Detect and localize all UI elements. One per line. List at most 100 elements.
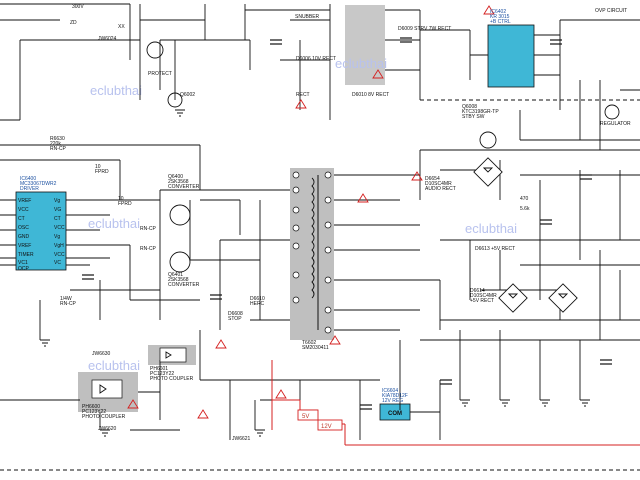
label: STOP — [228, 316, 242, 322]
label: MC33067DWR2 — [20, 181, 57, 187]
bridge-rectifier-3 — [548, 283, 578, 313]
label: 470 — [520, 196, 529, 202]
label: AUDIO RECT — [425, 186, 456, 192]
transistors — [146, 41, 620, 273]
ic6402-body — [487, 24, 535, 88]
label: RECT — [296, 92, 310, 98]
watermark: eclubthai — [88, 358, 140, 373]
voltage-label: 5V — [302, 414, 309, 420]
ic-pin-label: TIMER — [18, 252, 34, 258]
voltage-5v-tag — [297, 409, 319, 421]
label: 2SK3568 — [168, 179, 189, 185]
label: D6614 — [470, 288, 485, 294]
label: JW6621 — [232, 436, 251, 442]
label: D10SC4MR — [470, 293, 497, 299]
label: D6610 — [250, 296, 265, 302]
label: 10 — [118, 196, 124, 202]
label: +B CTRL — [490, 19, 511, 25]
label: 5.6k — [520, 206, 530, 212]
capacitors — [82, 37, 612, 410]
label: RN-CP — [140, 246, 156, 252]
transformer-pins — [292, 171, 332, 334]
label: RN-CP — [140, 226, 156, 232]
label: FPRD — [118, 201, 132, 207]
label: SM2030411 — [302, 345, 329, 351]
label: D6613 +5V RECT — [475, 246, 515, 252]
label: XX — [118, 24, 125, 30]
label: PHOTO COUPLER — [150, 376, 194, 382]
label: PH6600 — [82, 404, 100, 410]
label: PH6601 — [150, 366, 168, 372]
photo-coupler-internals — [91, 347, 187, 399]
label: PC123Y22 — [150, 371, 174, 377]
label: ZD — [70, 20, 77, 26]
label: 12V REG — [382, 398, 403, 404]
label: KR 3015 — [490, 14, 510, 20]
ic-pin-label: VCC — [54, 252, 65, 258]
voltage-label: 12V — [321, 424, 332, 430]
label: D10SC4MR — [425, 181, 452, 187]
label: COM — [388, 411, 402, 417]
label: HERC — [250, 301, 265, 307]
label: IC6400 — [20, 176, 36, 182]
label: D6654 — [425, 176, 440, 182]
ic-pin-label: VREF — [18, 198, 31, 204]
label: +5V RECT — [470, 298, 494, 304]
label: CONVERTER — [168, 184, 200, 190]
label: Q6008 — [462, 104, 477, 110]
label: Q6401 — [168, 272, 183, 278]
label: IC6604 — [382, 388, 398, 394]
label: KIA78D12F — [382, 393, 408, 399]
bridge-rectifier-1 — [473, 157, 503, 187]
label: 2SK3568 — [168, 277, 189, 283]
label: JW6630 — [92, 351, 111, 357]
label: REGULATOR — [600, 121, 631, 127]
label: DRIVER — [20, 186, 39, 192]
label: D6608 — [228, 311, 243, 317]
component-labels: 300V ZD JW6024 PROTECT Q6002 SNUBBER D60… — [18, 4, 631, 442]
watermark: eclubthai — [465, 221, 517, 236]
label: IC6402 — [490, 9, 506, 15]
label: 220k — [50, 141, 61, 147]
label: Q6400 — [168, 174, 183, 180]
ic-pin-label: VCC — [54, 225, 65, 231]
label: 10 — [95, 164, 101, 170]
label: CONVERTER — [168, 282, 200, 288]
ic-pin-label: VC1 — [18, 260, 28, 266]
ic-pin-label: CT — [54, 216, 61, 222]
label: RN-CP — [60, 301, 76, 307]
label: D6010 8V RECT — [352, 92, 389, 98]
label: OVP CIRCUIT — [595, 8, 627, 14]
ground-icons — [40, 109, 590, 437]
ic-pin-label: OSC — [18, 225, 29, 231]
label: D6009 STRV 7W RECT — [398, 26, 451, 32]
voltage-12v-tag — [317, 419, 343, 431]
ic-pin-label: CT — [18, 216, 25, 222]
ic-pin-label: OCP — [18, 266, 30, 272]
label: PHOTO COUPLER — [82, 414, 126, 420]
ic-pin-label: Vg — [54, 198, 60, 204]
ic-pin-label: VC — [54, 260, 61, 266]
label: 1/4W — [60, 296, 72, 302]
ic-pin-label: GND — [18, 234, 30, 240]
transformer-coils — [311, 175, 319, 330]
ic-pin-label: VCC — [18, 207, 29, 213]
label: STBY SW — [462, 114, 485, 120]
watermark: eclubthai — [88, 216, 140, 231]
watermark: eclubthai — [335, 56, 387, 71]
label: SNUBBER — [295, 14, 320, 20]
bridge-rectifier-2 — [498, 283, 528, 313]
warning-triangle-icons — [127, 5, 495, 419]
label: 300V — [72, 4, 84, 10]
label: JW6024 — [98, 36, 117, 42]
label: RN-CP — [50, 146, 66, 152]
label: Q6002 — [180, 92, 195, 98]
watermark: eclubthai — [90, 83, 142, 98]
label: D6006 10V RECT — [296, 56, 336, 62]
label: PROTECT — [148, 71, 172, 77]
ic-pin-label: Vg — [54, 234, 60, 240]
ic-pin-label: VREF — [18, 243, 31, 249]
label: PC123Y22 — [82, 409, 106, 415]
